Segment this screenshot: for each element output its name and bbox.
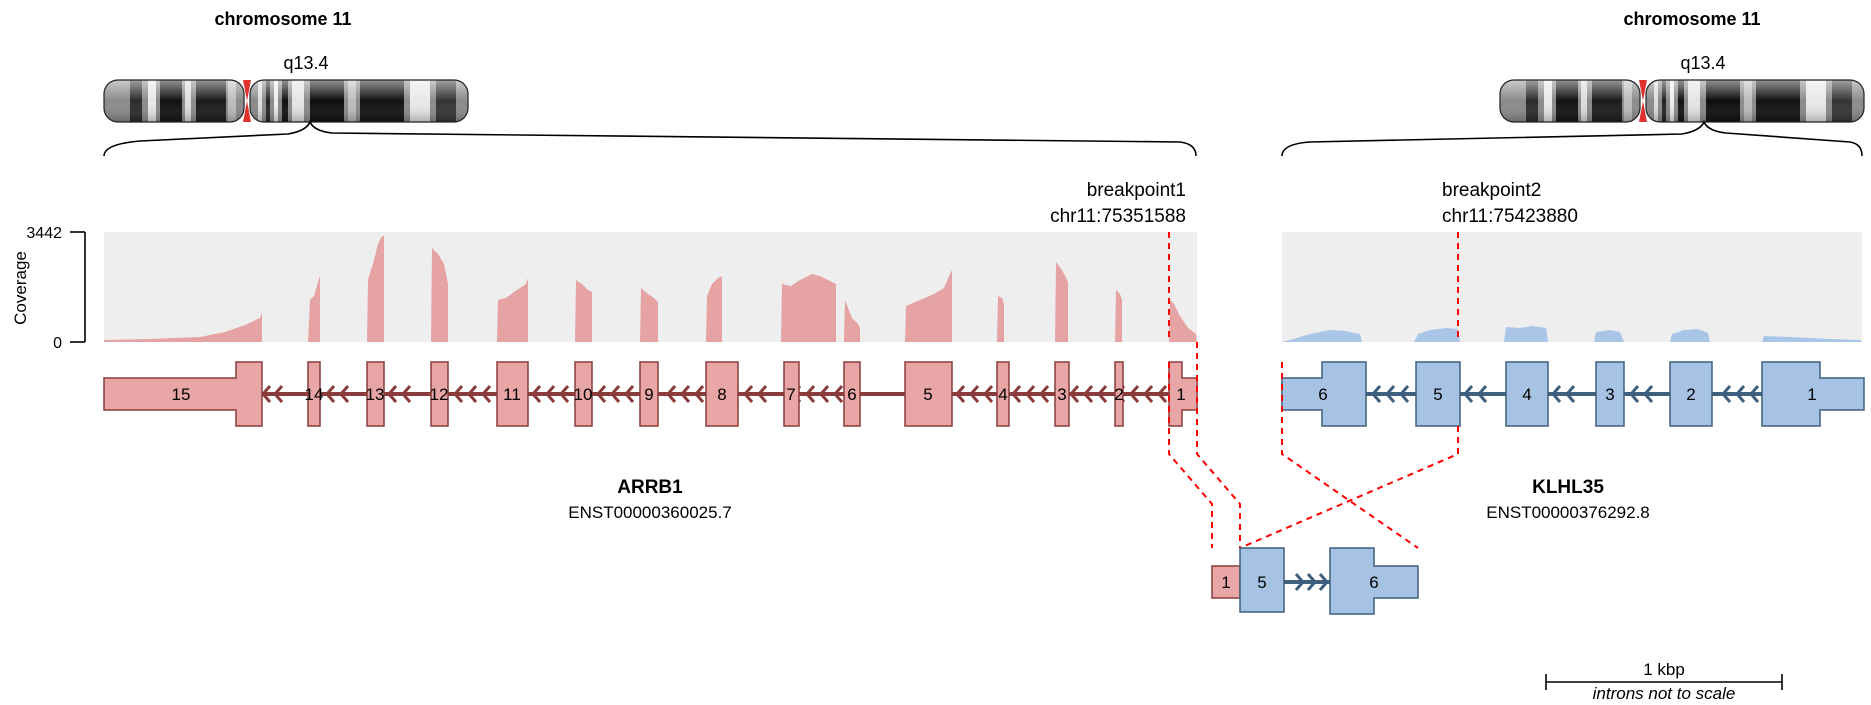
right-coverage-panel	[1282, 232, 1862, 342]
klhl35-exon-label: 5	[1433, 385, 1442, 404]
arrb1-exon-7	[783, 361, 800, 427]
fusion-exon-6	[1329, 547, 1419, 615]
klhl35-exon-label: 2	[1686, 385, 1695, 404]
coverage-max-label: 3442	[26, 225, 62, 242]
klhl35-exon-4	[1505, 361, 1549, 427]
arrb1-exon-5	[904, 361, 953, 427]
right-chromosome-title: chromosome 11	[1623, 9, 1760, 29]
klhl35-exon-5	[1415, 361, 1461, 427]
klhl35-exon-3	[1595, 361, 1625, 427]
fusion-exon-label: 6	[1369, 573, 1378, 592]
scale-bar-label: 1 kbp	[1643, 660, 1685, 679]
fusion-transcript: 1 5 6	[1211, 547, 1419, 615]
arrb1-exon-label: 11	[503, 385, 521, 404]
arrb1-exon-15	[103, 361, 263, 427]
arrb1-exon-6	[843, 361, 861, 427]
arrb1-exon-label: 14	[305, 385, 324, 404]
arrb1-exon-11	[496, 361, 529, 427]
klhl35-exon-label: 4	[1522, 385, 1531, 404]
coverage-axis: 3442 0 Coverage	[11, 225, 86, 352]
scale-bar: 1 kbp introns not to scale	[1545, 660, 1783, 703]
breakpoint-lines	[1168, 232, 1459, 549]
breakpoint2-position: chr11:75423880	[1442, 206, 1578, 227]
fusion-exon-label: 5	[1257, 573, 1266, 592]
arrb1-exon-12	[430, 361, 449, 427]
right-chromosome-ideogram	[1499, 79, 1865, 123]
klhl35-exon-6	[1281, 361, 1367, 427]
arrb1-exon-label: 6	[847, 385, 856, 404]
klhl35-exon-2	[1669, 361, 1713, 427]
klhl35-transcript: 6 5 4 3 2 1	[1281, 361, 1865, 427]
klhl35-exon-label: 1	[1807, 385, 1816, 404]
arrb1-exon-3	[1054, 361, 1070, 427]
arrb1-exon-label: 10	[574, 385, 593, 404]
arrb1-exon-13	[366, 361, 385, 427]
left-band-label: q13.4	[283, 53, 328, 73]
arrb1-exon-9	[639, 361, 659, 427]
scale-bar-note: introns not to scale	[1593, 684, 1736, 703]
arrb1-gene-name: ARRB1	[617, 477, 683, 498]
left-chromosome-ideogram	[103, 79, 469, 123]
klhl35-exon-label: 3	[1605, 385, 1614, 404]
arrb1-exon-label: 1	[1176, 385, 1185, 404]
arrb1-exon-14	[307, 361, 321, 427]
arrb1-transcript-id: ENST00000360025.7	[568, 503, 732, 522]
fusion-exon-1	[1211, 565, 1241, 599]
arrb1-transcript: 15 14 13 12 11 10 9 8 7 6 5 4 3 2 1	[103, 361, 1198, 427]
arrb1-exon-4	[996, 361, 1010, 427]
arrb1-exon-label: 15	[172, 385, 191, 404]
arrb1-exon-label: 8	[717, 385, 726, 404]
coverage-axis-label: Coverage	[11, 251, 30, 325]
klhl35-transcript-id: ENST00000376292.8	[1486, 503, 1650, 522]
arrb1-exon-label: 9	[644, 385, 653, 404]
breakpoint1-position: chr11:75351588	[1050, 206, 1186, 227]
right-coverage-track	[1282, 326, 1862, 342]
klhl35-exon-1	[1761, 361, 1865, 427]
arrb1-exon-label: 2	[1114, 385, 1123, 404]
arrb1-exon-10	[574, 361, 593, 427]
left-coverage-track	[104, 236, 1197, 342]
arrb1-exon-label: 13	[366, 385, 385, 404]
breakpoint1-label: breakpoint1	[1087, 180, 1186, 201]
klhl35-exon-label: 6	[1318, 385, 1327, 404]
breakpoint2-label: breakpoint2	[1442, 180, 1541, 201]
left-zoom-brace	[103, 120, 1197, 157]
klhl35-gene-name: KLHL35	[1532, 477, 1604, 498]
arrb1-exon-label: 5	[923, 385, 932, 404]
fusion-exon-label: 1	[1221, 573, 1230, 592]
arrb1-exon-label: 4	[998, 385, 1007, 404]
right-band-label: q13.4	[1680, 53, 1725, 73]
arrb1-exon-2	[1114, 361, 1124, 427]
arrb1-exon-label: 7	[786, 385, 795, 404]
left-chromosome-title: chromosome 11	[214, 9, 351, 29]
fusion-exon-5	[1239, 547, 1285, 613]
arrb1-exon-label: 3	[1057, 385, 1066, 404]
coverage-min-label: 0	[53, 335, 62, 352]
arrb1-exon-label: 12	[430, 385, 449, 404]
arrb1-exon-8	[705, 361, 739, 427]
right-zoom-brace	[1281, 120, 1863, 157]
